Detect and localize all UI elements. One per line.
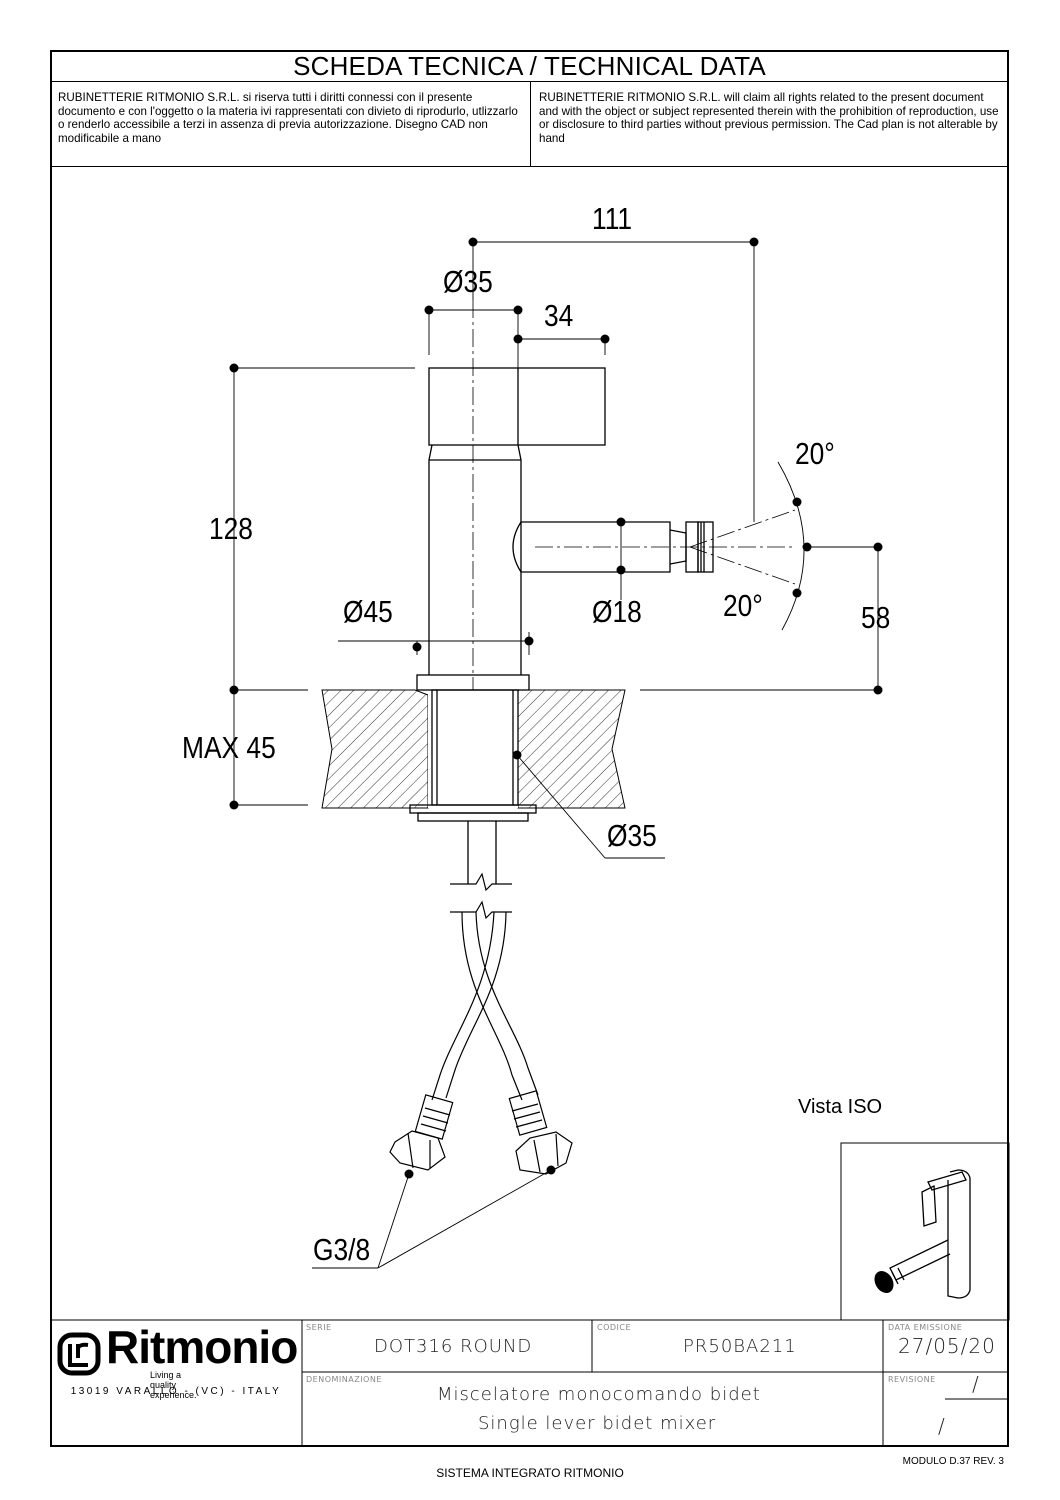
footer-system: SISTEMA INTEGRATO RITMONIO <box>436 1466 624 1480</box>
copyright-notice-italian: RUBINETTERIE RITMONIO S.R.L. si riserva … <box>50 81 531 167</box>
dim-angle-down: 20° <box>723 588 763 623</box>
company-name: Ritmonio <box>106 1321 298 1373</box>
dimension-dots <box>229 237 883 1179</box>
code-value: PR50BA211 <box>683 1336 797 1357</box>
break-symbols <box>450 872 512 920</box>
company-address: 13019 VARALLO - (VC) - ITALY <box>70 1386 282 1397</box>
dim-height: 128 <box>209 511 253 546</box>
dim-angle-up: 20° <box>795 436 835 471</box>
flexible-hoses <box>389 911 573 1175</box>
series-value: DOT316 ROUND <box>374 1336 533 1357</box>
drawing-sheet <box>50 50 1009 1447</box>
date-caption: DATA EMISSIONE <box>888 1323 963 1332</box>
dim-shank-diameter: Ø35 <box>607 818 657 853</box>
copyright-notice-english: RUBINETTERIE RITMONIO S.R.L. will claim … <box>531 81 1007 167</box>
dim-spout-height: 58 <box>861 600 891 635</box>
bidet-spout <box>512 521 671 573</box>
dim-base-diameter: Ø45 <box>343 594 393 629</box>
dim-handle-diameter: Ø35 <box>443 264 493 299</box>
code-caption: CODICE <box>597 1323 632 1332</box>
revision-top: / <box>972 1372 980 1396</box>
series-caption: SERIE <box>306 1323 332 1332</box>
company-tagline: Living a quality experience. <box>150 1370 197 1400</box>
lever-handle <box>428 367 606 446</box>
dim-spout-diameter: Ø18 <box>592 594 642 629</box>
dim-connection-thread: G3/8 <box>313 1232 371 1267</box>
module-reference: MODULO D.37 REV. 3 <box>902 1456 1004 1467</box>
dim-max-thickness: MAX 45 <box>182 730 276 765</box>
countertop-section <box>321 689 626 809</box>
hose-fitting-right <box>508 1090 573 1175</box>
revision-caption: REVISIONE <box>888 1375 936 1384</box>
ritmonio-logo-mark <box>57 1332 101 1376</box>
title-block-lines <box>50 1319 1009 1447</box>
dim-width-total: 111 <box>592 201 633 236</box>
dim-handle-length: 34 <box>544 298 574 333</box>
iso-view-label: Vista ISO <box>798 1096 883 1118</box>
date-value: 27/05/20 <box>898 1334 996 1358</box>
sheet-title: SCHEDA TECNICA / TECHNICAL DATA <box>50 50 1009 82</box>
hose-fitting-left <box>389 1094 454 1171</box>
name-italian: Miscelatore monocomando bidet <box>437 1384 761 1405</box>
centerlines <box>472 300 796 690</box>
iso-view-box <box>840 1142 1010 1321</box>
revision-bottom: / <box>938 1414 946 1438</box>
name-caption: DENOMINAZIONE <box>306 1375 382 1384</box>
name-english: Single lever bidet mixer <box>478 1413 717 1434</box>
iso-view-sketch <box>874 1169 971 1299</box>
